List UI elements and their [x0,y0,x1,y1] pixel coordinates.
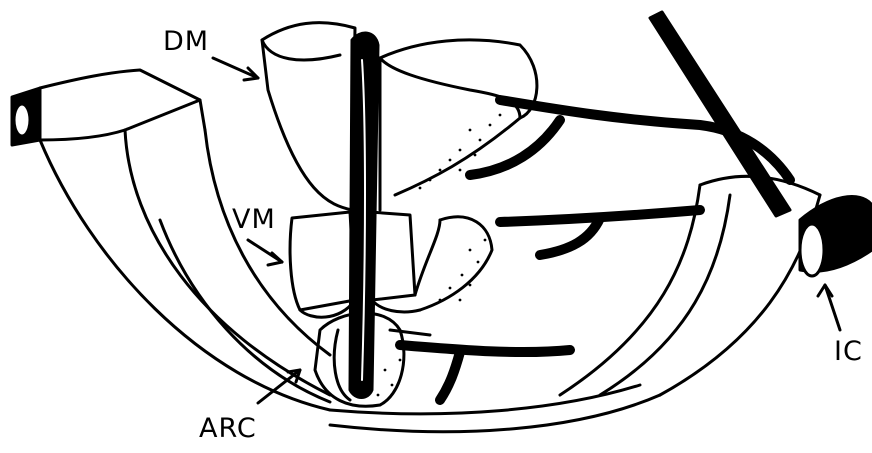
label-dm: DM [163,28,209,55]
label-ic: IC [834,338,863,365]
vm-block [290,212,492,317]
label-vm: VM [232,206,276,233]
label-arc: ARC [199,415,257,442]
left-vessel-end [12,88,40,145]
central-vessel [350,33,378,397]
dm-block [262,23,537,210]
right-vessel-end [800,197,872,276]
upper-right-vessel [650,12,790,216]
left-band [40,70,330,410]
